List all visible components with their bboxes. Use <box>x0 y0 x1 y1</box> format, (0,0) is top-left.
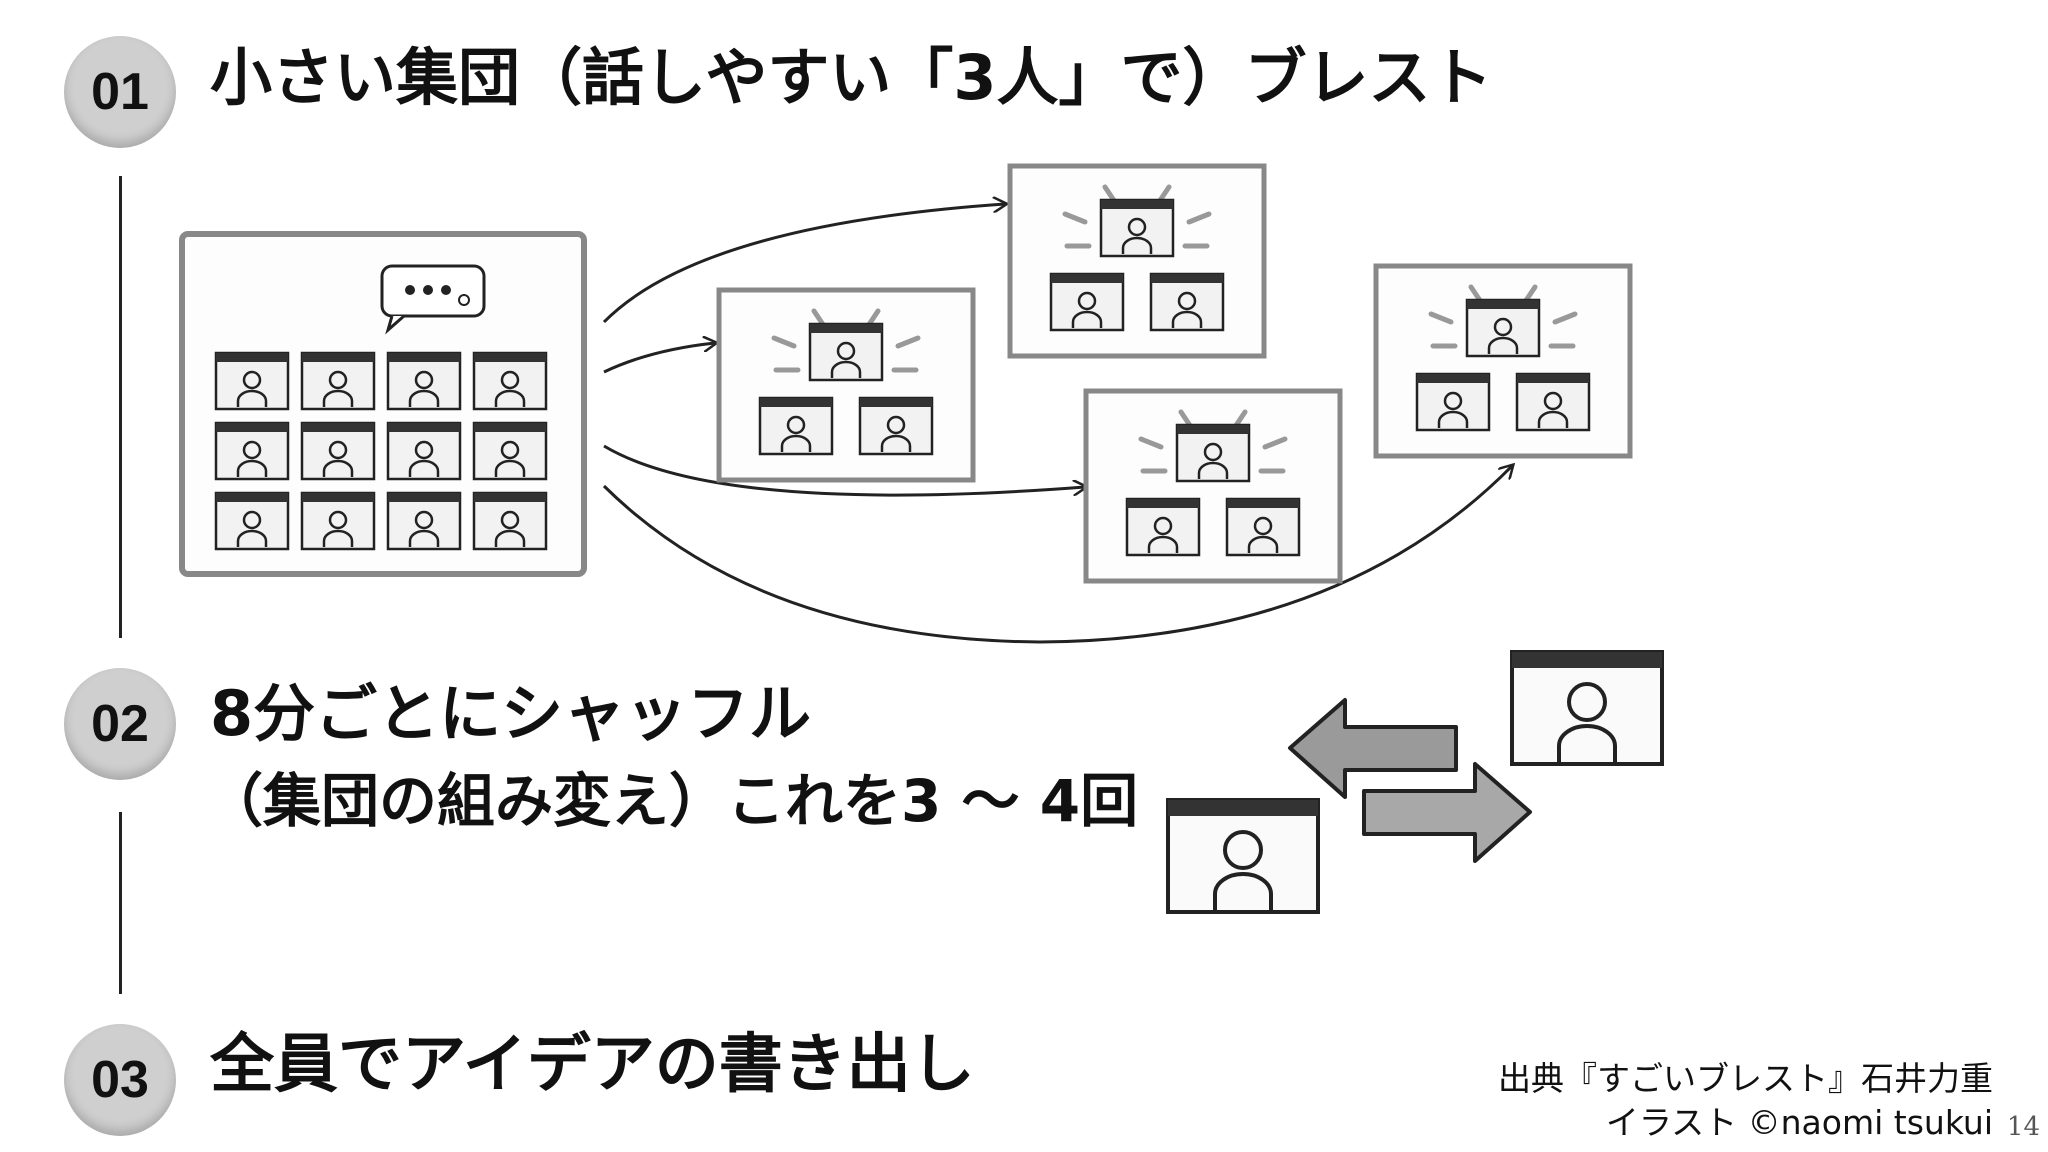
credit-illustration: イラスト ©naomi tsukui <box>1605 1103 1993 1142</box>
swap-arrows-icon <box>1166 650 1664 914</box>
speech-bubble-icon <box>380 264 486 335</box>
step-1-title: 小さい集団（話しやすい「3人」で）ブレスト <box>210 41 1493 114</box>
credit-source: 出典『すごいブレスト』石井力重 <box>1498 1059 1993 1098</box>
step-number: 01 <box>91 63 149 121</box>
step-3-title: 全員でアイデアの書き出し <box>210 1028 975 1102</box>
timeline-line-2 <box>119 812 122 994</box>
step-2-subtitle: （集団の組み変え）これを3 ～ 4回 <box>205 767 1139 835</box>
timeline-line-1 <box>119 176 122 638</box>
small-group-icon <box>1083 388 1343 584</box>
small-group-icon <box>1007 163 1267 359</box>
page-number: 14 <box>2006 1112 2040 1142</box>
step-number: 02 <box>91 695 149 753</box>
step-number-badge: 03 <box>64 1024 176 1136</box>
small-group-icon <box>716 287 976 483</box>
step-number-badge: 01 <box>64 36 176 148</box>
large-group-video-grid-icon <box>179 231 587 577</box>
step-2-title: 8分ごとにシャッフル <box>210 677 812 750</box>
distribution-arrows <box>602 204 1512 644</box>
step-number-badge: 02 <box>64 668 176 780</box>
small-group-icon <box>1373 263 1633 459</box>
step-number: 03 <box>91 1051 149 1109</box>
